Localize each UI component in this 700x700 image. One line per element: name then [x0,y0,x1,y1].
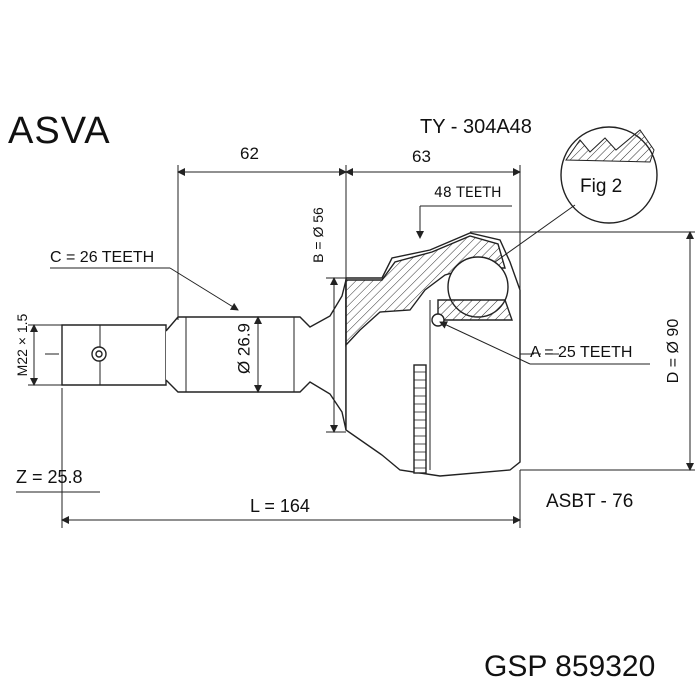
z-dimension: Z = 25.8 [16,467,83,487]
threaded-stub [61,324,167,386]
figure-label: Fig 2 [580,176,623,197]
footer-part-ref: GSP 859320 [484,650,656,683]
abs-ring [413,364,427,474]
abs-teeth-label: 48 TEETH [434,185,502,201]
brand-logo: ASVA [8,110,111,152]
cage-section [437,299,513,321]
shaft [165,279,347,431]
dimension-63: 63 [412,147,431,166]
a-teeth-label: A = 25 TEETH [530,344,633,361]
part-number: TY - 304A48 [420,116,532,138]
b-diameter-label: B = Ø 56 [310,207,326,263]
thread-label: M22 × 1.5 [14,313,30,377]
c-teeth-label: C = 26 TEETH [50,249,155,266]
d-diameter-label: D = Ø 90 [665,318,682,384]
shaft-diameter-label: Ø 26.9 [234,322,254,375]
length-dimension: L = 164 [250,496,310,516]
dimension-62: 62 [240,144,259,163]
abs-code: ASBT - 76 [546,491,634,512]
